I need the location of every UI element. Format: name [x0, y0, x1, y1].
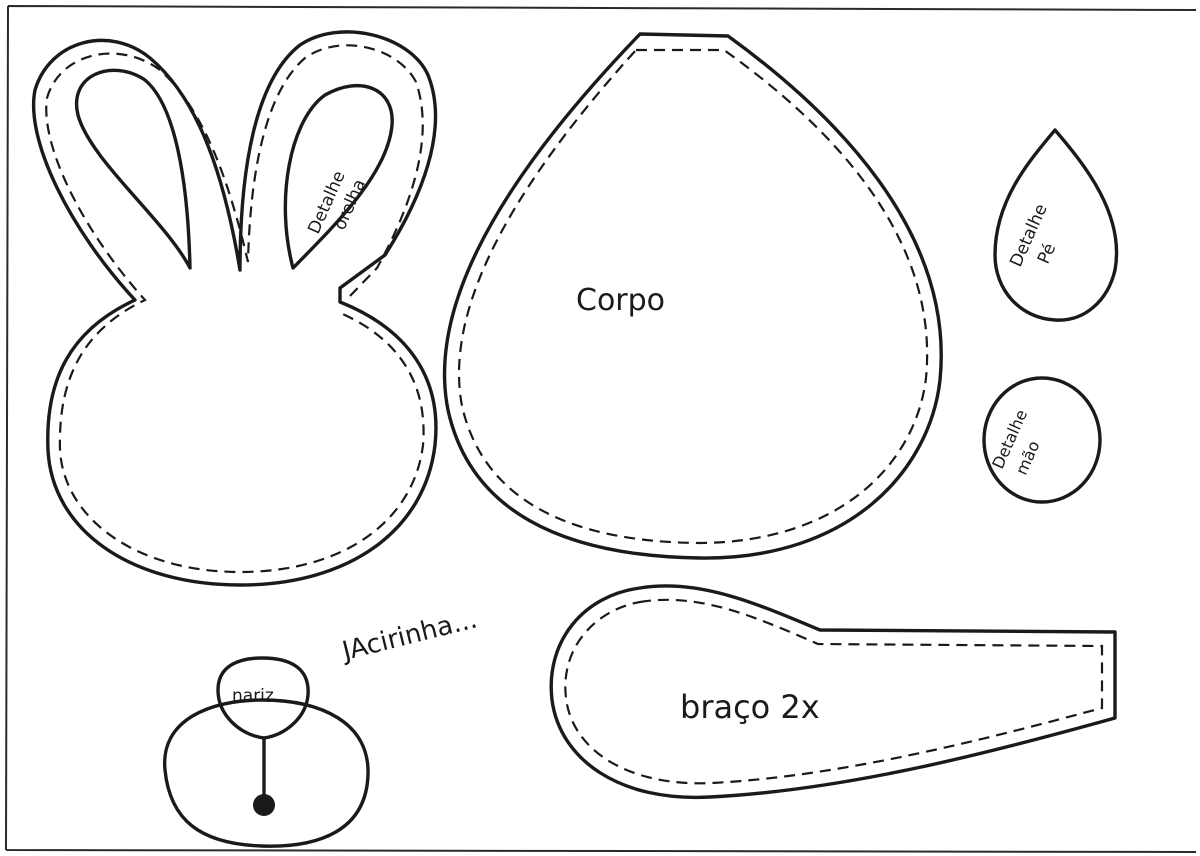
arm-piece: braço 2x [549, 584, 1117, 800]
muzzle-outline [163, 698, 370, 848]
hand-detail-outline [982, 376, 1102, 504]
foot-detail-piece: Detalhe Pé [993, 128, 1119, 322]
mouth-dot [253, 794, 275, 816]
ear-detail-label: Detalhe orelha [304, 163, 372, 246]
inner-ear-left [74, 68, 192, 270]
inner-ear-right-detail [283, 84, 394, 270]
foot-detail-outline [993, 128, 1119, 322]
nose-outline [216, 656, 310, 740]
body-label: Corpo [576, 283, 665, 318]
foot-detail-label: Detalhe Pé [1006, 196, 1075, 280]
body-outline [442, 32, 943, 560]
body-piece: Corpo [442, 32, 943, 560]
arm-outline [549, 584, 1117, 800]
arm-label: braço 2x [680, 688, 820, 726]
head-outline [32, 30, 438, 587]
muzzle-piece: nariz [163, 656, 370, 848]
page-border [5, 5, 1197, 853]
body-seam-line [457, 48, 929, 545]
hand-detail-piece: Detalhe mão [982, 376, 1102, 504]
arm-seam-line [564, 598, 1104, 785]
head-seam-line [45, 44, 425, 574]
head-piece: Detalhe orelha [32, 30, 438, 587]
hand-detail-label: Detalhe mão [988, 402, 1055, 481]
signature: JAcirinha... [337, 604, 480, 667]
nose-label: nariz [232, 686, 274, 706]
